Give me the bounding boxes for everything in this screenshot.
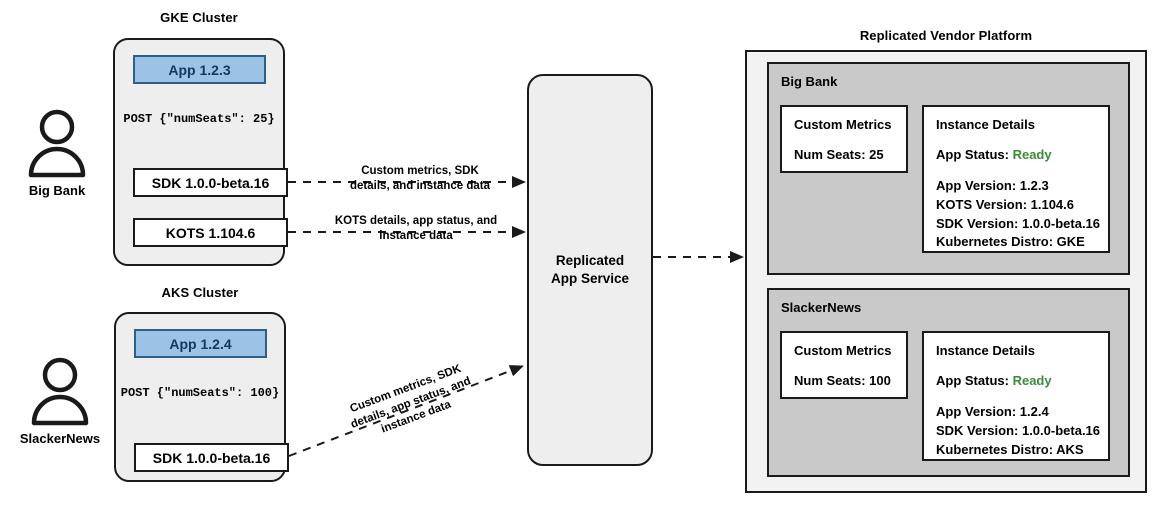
instance-line-kots-version-big-bank: KOTS Version: 1.104.6 [936,196,1075,212]
panel-title-custom-metrics-big-bank: Custom Metrics [794,117,892,132]
node-gke-app[interactable]: App 1.2.3 [133,55,266,84]
actor-icon-slackernews [31,357,89,426]
edge-label-gke-sdk: Custom metrics, SDK details, and instanc… [330,164,510,194]
app-status-value-big-bank: Ready [1012,147,1052,162]
panel-custom-metrics-slackernews: Custom Metrics Num Seats: 100 [780,331,908,399]
panel-title-instance-details-slackernews: Instance Details [936,343,1035,358]
panel-title-instance-details-big-bank: Instance Details [936,117,1035,132]
instance-line-app-version-big-bank: App Version: 1.2.3 [936,177,1049,193]
service-label-line1: Replicated [555,252,625,268]
app-status-label-big-bank: App Status: [936,147,1009,162]
spacer [936,165,1096,177]
metric-num-seats-slackernews: Num Seats: 100 [794,373,891,388]
edge-label-aks-sdk: Custom metrics, SDK details, app status,… [327,354,494,453]
panel-title-custom-metrics-slackernews: Custom Metrics [794,343,892,358]
app-status-row-slackernews: App Status: Ready [936,372,1096,391]
cluster-title-aks: AKS Cluster [161,285,239,300]
customer-title-big-bank: Big Bank [781,74,838,89]
panel-instance-details-slackernews: Instance Details App Status: Ready App V… [922,331,1110,461]
post-label-gke: POST {"numSeats": 25} [123,112,275,126]
node-aks-sdk[interactable]: SDK 1.0.0-beta.16 [134,443,289,472]
edge-label-gke-sdk-line2: details, and instance data [350,179,490,192]
customer-title-slackernews: SlackerNews [781,300,862,315]
edge-label-gke-kots: KOTS details, app status, and instance d… [318,214,514,244]
metric-num-seats-big-bank: Num Seats: 25 [794,147,884,162]
panel-custom-metrics-big-bank: Custom Metrics Num Seats: 25 [780,105,908,173]
service-label-line2: App Service [550,271,630,286]
platform-title: Replicated Vendor Platform [859,28,1033,43]
replicated-app-service-box[interactable]: Replicated App Service [527,74,653,466]
node-aks-app[interactable]: App 1.2.4 [134,329,267,358]
actor-icon-big-bank [28,109,86,178]
panel-instance-details-big-bank: Instance Details App Status: Ready App V… [922,105,1110,253]
app-status-label-slackernews: App Status: [936,373,1009,388]
instance-line-k8s-distro-slackernews: Kubernetes Distro: AKS [936,441,1084,457]
instance-line-app-version-slackernews: App Version: 1.2.4 [936,403,1049,419]
app-status-value-slackernews: Ready [1012,373,1052,388]
edge-label-gke-sdk-line1: Custom metrics, SDK [361,165,479,177]
node-gke-sdk[interactable]: SDK 1.0.0-beta.16 [133,168,288,197]
actor-label-big-bank: Big Bank [28,183,86,198]
actor-label-slackernews: SlackerNews [19,431,101,446]
post-label-aks: POST {"numSeats": 100} [120,386,280,400]
edge-label-gke-kots-line1: KOTS details, app status, and [334,215,498,227]
app-status-row-big-bank: App Status: Ready [936,146,1096,165]
edge-label-gke-kots-line2: instance data [379,229,453,242]
instance-line-sdk-version-slackernews: SDK Version: 1.0.0-beta.16 [936,422,1101,438]
node-gke-kots[interactable]: KOTS 1.104.6 [133,218,288,247]
instance-line-sdk-version-big-bank: SDK Version: 1.0.0-beta.16 [936,215,1101,231]
instance-line-k8s-distro-big-bank: Kubernetes Distro: GKE [936,234,1085,250]
cluster-title-gke: GKE Cluster [160,10,238,25]
spacer [936,391,1096,403]
